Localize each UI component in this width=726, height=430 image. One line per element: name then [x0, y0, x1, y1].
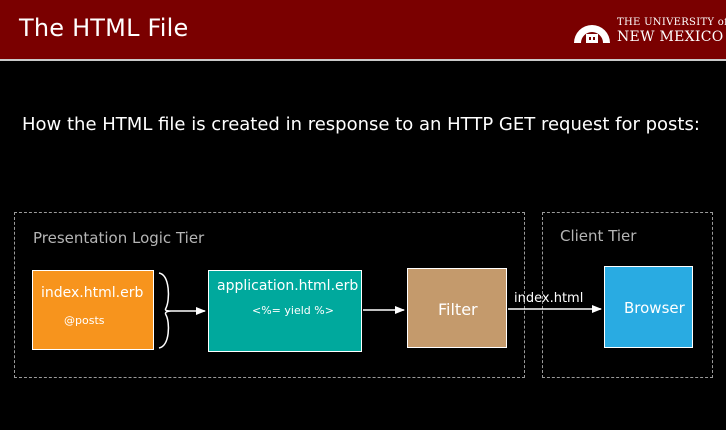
- application-erb-sub: <%= yield %>: [252, 304, 334, 317]
- index-erb-node: index.html.erb @posts: [32, 270, 154, 350]
- header-bar: The HTML File THE UNIVERSITY of NEW MEXI…: [0, 0, 726, 61]
- logo-text-line1: THE UNIVERSITY of: [617, 17, 726, 28]
- presentation-tier-label: Presentation Logic Tier: [33, 229, 205, 247]
- presentation-tier-box: [14, 212, 525, 378]
- browser-title: Browser: [624, 299, 685, 317]
- index-erb-title: index.html.erb: [41, 285, 144, 301]
- logo-text-line2: NEW MEXICO: [617, 29, 724, 45]
- university-logo: THE UNIVERSITY of NEW MEXICO: [572, 15, 726, 49]
- brace-connector: [158, 272, 172, 349]
- index-erb-sub: @posts: [64, 314, 105, 327]
- application-erb-title: application.html.erb: [217, 278, 359, 294]
- intro-text: How the HTML file is created in response…: [22, 114, 700, 135]
- application-erb-node: application.html.erb <%= yield %>: [208, 270, 362, 352]
- client-tier-label: Client Tier: [560, 227, 637, 245]
- slide-title: The HTML File: [19, 14, 189, 42]
- logo-arch-icon: [574, 25, 610, 43]
- filter-title: Filter: [438, 300, 478, 319]
- browser-node: Browser: [604, 266, 693, 348]
- client-tier-box: [542, 212, 713, 378]
- filter-node: Filter: [407, 268, 507, 348]
- index-html-edge-label: index.html: [514, 291, 584, 306]
